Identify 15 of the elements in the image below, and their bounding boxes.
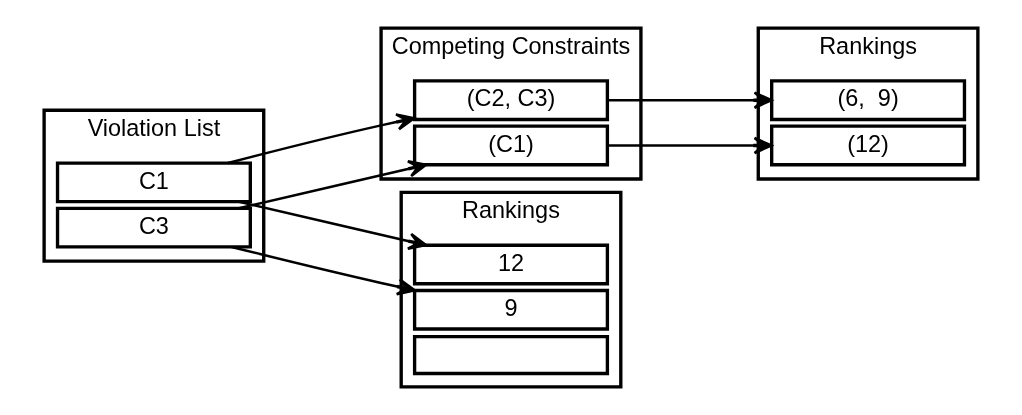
node-box (412, 334, 610, 376)
arrow (607, 136, 773, 155)
node-box: (12) (770, 124, 967, 167)
node-box: C3 (55, 206, 252, 249)
arrow (238, 200, 428, 250)
node-box: 12 (412, 243, 610, 286)
arrow (238, 160, 428, 210)
arrow (607, 91, 773, 109)
node-box: (6, 9) (770, 79, 967, 122)
arrow (227, 113, 416, 165)
node-box: 9 (412, 288, 610, 331)
node-box: (C2, C3) (412, 79, 610, 122)
node-box: C1 (55, 161, 252, 204)
node-box: (C1) (412, 124, 610, 167)
arrow (231, 245, 416, 296)
